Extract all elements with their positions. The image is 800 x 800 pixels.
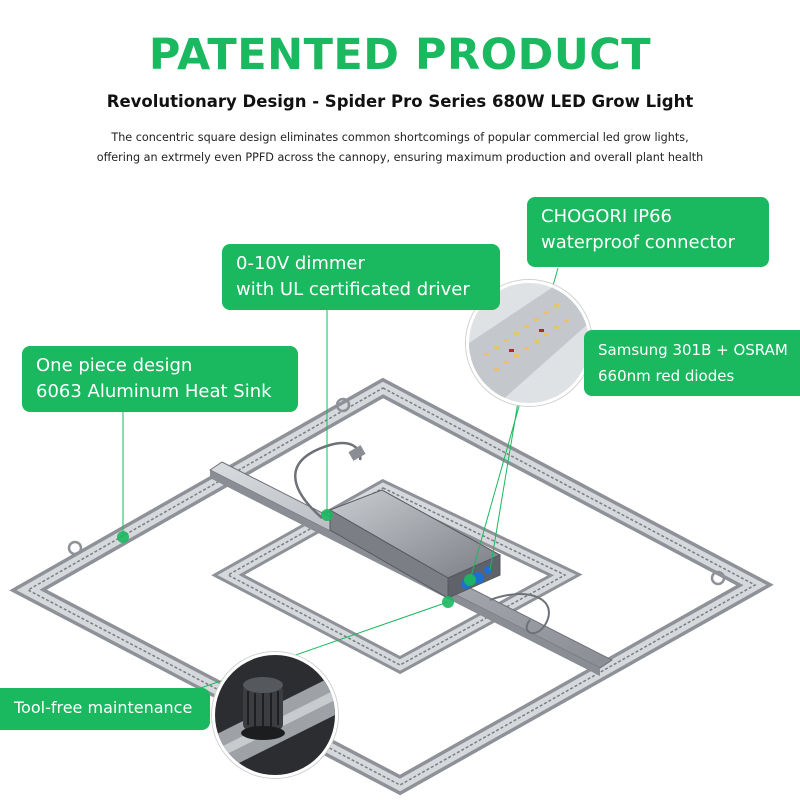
description-line-1: The concentric square design eliminates … (111, 131, 689, 144)
description: The concentric square design eliminates … (40, 128, 760, 168)
callout-dimmer-line1: 0-10V dimmer (236, 253, 365, 274)
plug (348, 445, 366, 461)
callout-dimmer: 0-10V dimmer with UL certificated driver (222, 244, 500, 310)
callout-connector-line1: CHOGORI IP66 (541, 206, 672, 227)
callout-connector-line2: waterproof connector (541, 232, 735, 253)
outer-frame (9, 377, 774, 796)
callout-maintenance-line1: Tool-free maintenance (14, 698, 193, 717)
connector-cable (489, 593, 550, 635)
callout-diodes: Samsung 301B + OSRAM 660nm red diodes (584, 330, 800, 396)
knob-graphic (215, 655, 335, 775)
inner-frame (211, 478, 583, 675)
callout-diodes-line2: 660nm red diodes (598, 367, 735, 385)
description-line-2: offering an extrmely even PPFD across th… (96, 151, 704, 164)
page-subtitle: Revolutionary Design - Spider Pro Series… (106, 92, 694, 111)
callout-heatsink-line2: 6063 Aluminum Heat Sink (36, 381, 272, 402)
callout-diodes-line1: Samsung 301B + OSRAM (598, 341, 788, 359)
callout-maintenance: Tool-free maintenance (0, 688, 210, 730)
callout-dimmer-line2: with UL certificated driver (236, 279, 470, 300)
hanging-hooks (67, 397, 726, 586)
callout-heatsink: One piece design 6063 Aluminum Heat Sink (22, 346, 298, 412)
leader-dots (117, 509, 476, 608)
knob-zoom (212, 652, 338, 778)
callout-connector: CHOGORI IP66 waterproof connector (527, 197, 769, 267)
callout-heatsink-line1: One piece design (36, 355, 193, 376)
driver-box (328, 489, 502, 599)
page-title: PATENTED PRODUCT (148, 30, 652, 80)
